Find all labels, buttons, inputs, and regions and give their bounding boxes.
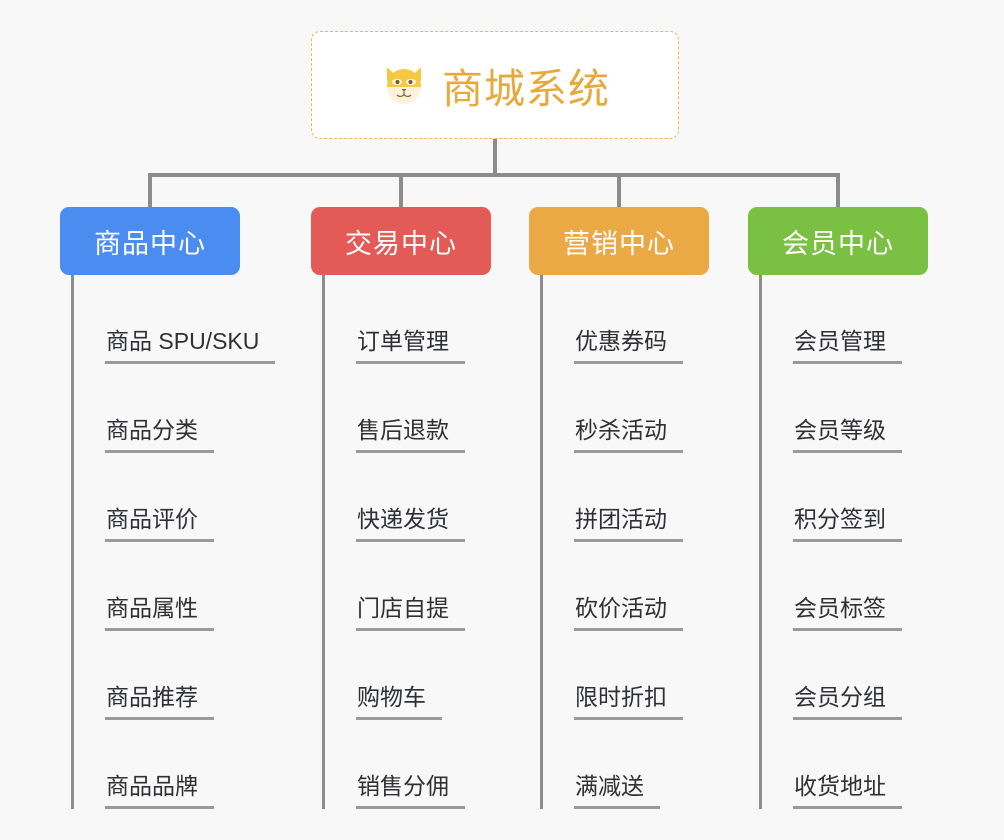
- branch-column: 营销中心 优惠券码 秒杀活动 拼团活动 砍价活动 限时折扣 满减送: [529, 207, 709, 809]
- branch-items: 订单管理 售后退款 快递发货 门店自提 购物车 销售分佣: [322, 275, 465, 809]
- connector-drop-4: [836, 173, 840, 208]
- branch-header-label: 交易中心: [345, 228, 457, 259]
- list-item-label: 优惠券码: [574, 322, 683, 364]
- list-item-label: 快递发货: [356, 500, 465, 542]
- list-item-label: 会员管理: [793, 322, 902, 364]
- branch-column: 交易中心 订单管理 售后退款 快递发货 门店自提 购物车 销售分佣: [311, 207, 491, 809]
- list-item[interactable]: 快递发货: [322, 453, 465, 542]
- list-item-label: 订单管理: [356, 322, 465, 364]
- dog-face-icon: [380, 61, 428, 109]
- branch-header[interactable]: 营销中心: [529, 207, 709, 275]
- branch-column: 商品中心 商品 SPU/SKU 商品分类 商品评价 商品属性 商品推荐 商品品牌: [60, 207, 276, 809]
- connector-root-stem: [493, 139, 497, 176]
- branch-column: 会员中心 会员管理 会员等级 积分签到 会员标签 会员分组 收货地址: [748, 207, 928, 809]
- list-item[interactable]: 订单管理: [322, 275, 465, 364]
- list-item[interactable]: 购物车: [322, 631, 465, 720]
- list-item[interactable]: 商品 SPU/SKU: [71, 275, 276, 364]
- list-item-label: 会员等级: [793, 411, 902, 453]
- list-item[interactable]: 售后退款: [322, 364, 465, 453]
- list-item-label: 拼团活动: [574, 500, 683, 542]
- list-item[interactable]: 拼团活动: [540, 453, 683, 542]
- list-item-label: 商品 SPU/SKU: [105, 322, 276, 364]
- list-item-label: 秒杀活动: [574, 411, 683, 453]
- list-item[interactable]: 收货地址: [759, 720, 902, 809]
- branch-header[interactable]: 会员中心: [748, 207, 928, 275]
- branch-spine: [540, 275, 543, 809]
- list-item-label: 商品品牌: [105, 767, 214, 809]
- list-item-label: 收货地址: [793, 767, 902, 809]
- list-item-label: 销售分佣: [356, 767, 465, 809]
- list-item[interactable]: 砍价活动: [540, 542, 683, 631]
- list-item[interactable]: 限时折扣: [540, 631, 683, 720]
- list-item[interactable]: 商品属性: [71, 542, 275, 631]
- list-item-label: 会员分组: [793, 678, 902, 720]
- list-item[interactable]: 商品品牌: [71, 720, 275, 809]
- list-item[interactable]: 商品分类: [71, 364, 275, 453]
- branch-spine: [322, 275, 325, 809]
- list-item[interactable]: 满减送: [540, 720, 683, 809]
- list-item[interactable]: 商品推荐: [71, 631, 275, 720]
- list-item-label: 商品评价: [105, 500, 214, 542]
- list-item[interactable]: 优惠券码: [540, 275, 683, 364]
- branch-header-label: 营销中心: [563, 228, 675, 259]
- list-item[interactable]: 秒杀活动: [540, 364, 683, 453]
- list-item[interactable]: 商品评价: [71, 453, 275, 542]
- branch-header[interactable]: 交易中心: [311, 207, 491, 275]
- branch-items: 商品 SPU/SKU 商品分类 商品评价 商品属性 商品推荐 商品品牌: [71, 275, 276, 809]
- list-item[interactable]: 会员分组: [759, 631, 902, 720]
- branch-header-label: 会员中心: [782, 228, 894, 259]
- connector-drop-1: [148, 173, 152, 208]
- list-item-label: 购物车: [356, 678, 442, 720]
- root-node[interactable]: 商城系统: [311, 31, 679, 139]
- list-item[interactable]: 销售分佣: [322, 720, 465, 809]
- connector-drop-2: [399, 173, 403, 208]
- branch-header-label: 商品中心: [94, 228, 206, 259]
- list-item[interactable]: 会员标签: [759, 542, 902, 631]
- list-item-label: 商品推荐: [105, 678, 214, 720]
- branch-spine: [71, 275, 74, 809]
- list-item-label: 会员标签: [793, 589, 902, 631]
- list-item-label: 积分签到: [793, 500, 902, 542]
- connector-drop-3: [617, 173, 621, 208]
- list-item[interactable]: 会员管理: [759, 275, 902, 364]
- root-title: 商城系统: [442, 66, 610, 112]
- branch-items: 优惠券码 秒杀活动 拼团活动 砍价活动 限时折扣 满减送: [540, 275, 683, 809]
- list-item[interactable]: 积分签到: [759, 453, 902, 542]
- list-item-label: 商品属性: [105, 589, 214, 631]
- list-item-label: 满减送: [574, 767, 660, 809]
- list-item-label: 限时折扣: [574, 678, 683, 720]
- branch-header[interactable]: 商品中心: [60, 207, 240, 275]
- list-item-label: 商品分类: [105, 411, 214, 453]
- branch-spine: [759, 275, 762, 809]
- list-item-label: 门店自提: [356, 589, 465, 631]
- branch-items: 会员管理 会员等级 积分签到 会员标签 会员分组 收货地址: [759, 275, 902, 809]
- list-item[interactable]: 会员等级: [759, 364, 902, 453]
- connector-horizontal-bus: [148, 173, 840, 177]
- list-item-label: 售后退款: [356, 411, 465, 453]
- list-item[interactable]: 门店自提: [322, 542, 465, 631]
- list-item-label: 砍价活动: [574, 589, 683, 631]
